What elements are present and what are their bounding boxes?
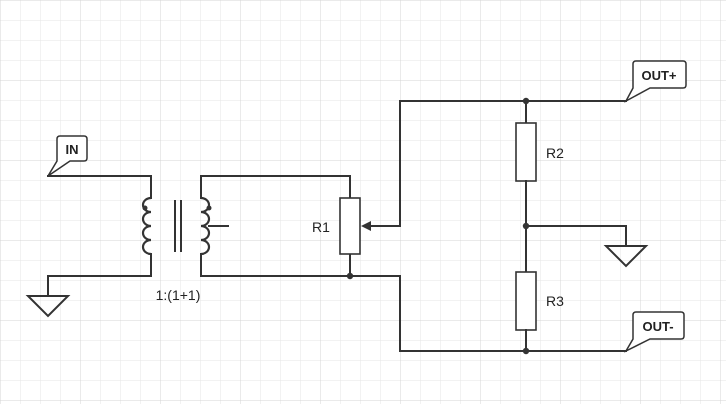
resistor-r3 [515, 271, 537, 331]
port-out-positive: OUT+ [624, 60, 687, 103]
port-in-label: IN [66, 142, 79, 157]
transformer-ratio-label: 1:(1+1) [156, 287, 201, 303]
port-in: IN [47, 135, 88, 177]
wiper-arrow-icon [361, 221, 371, 231]
r3-label: R3 [546, 293, 564, 309]
port-in-callout [47, 135, 88, 177]
port-out-negative: OUT- [624, 311, 685, 353]
port-out-negative-callout [624, 311, 685, 353]
resistor-r2 [515, 122, 537, 182]
secondary-top-wire [200, 175, 351, 199]
r2-label: R2 [546, 145, 564, 161]
potentiometer-r1 [339, 197, 361, 255]
junction-out-negative [522, 347, 530, 355]
port-out-positive-label: OUT+ [641, 68, 676, 83]
port-out-positive-callout [624, 60, 687, 103]
r1-label: R1 [312, 219, 330, 235]
primary-phase-dot [142, 205, 148, 211]
junction-r1-bottom [346, 272, 354, 280]
input-top-wire [47, 175, 152, 199]
midpoint-ground-icon [603, 245, 649, 268]
secondary-phase-dot [206, 205, 212, 211]
secondary-bottom-wire [200, 253, 351, 277]
input-ground-icon [25, 295, 71, 318]
output-negative-wire [349, 275, 627, 352]
input-bottom-wire [47, 253, 152, 297]
wiper-wire [369, 100, 401, 227]
port-out-negative-label: OUT- [642, 319, 673, 334]
midpoint-ground-wire [525, 225, 627, 247]
transformer [141, 196, 229, 256]
